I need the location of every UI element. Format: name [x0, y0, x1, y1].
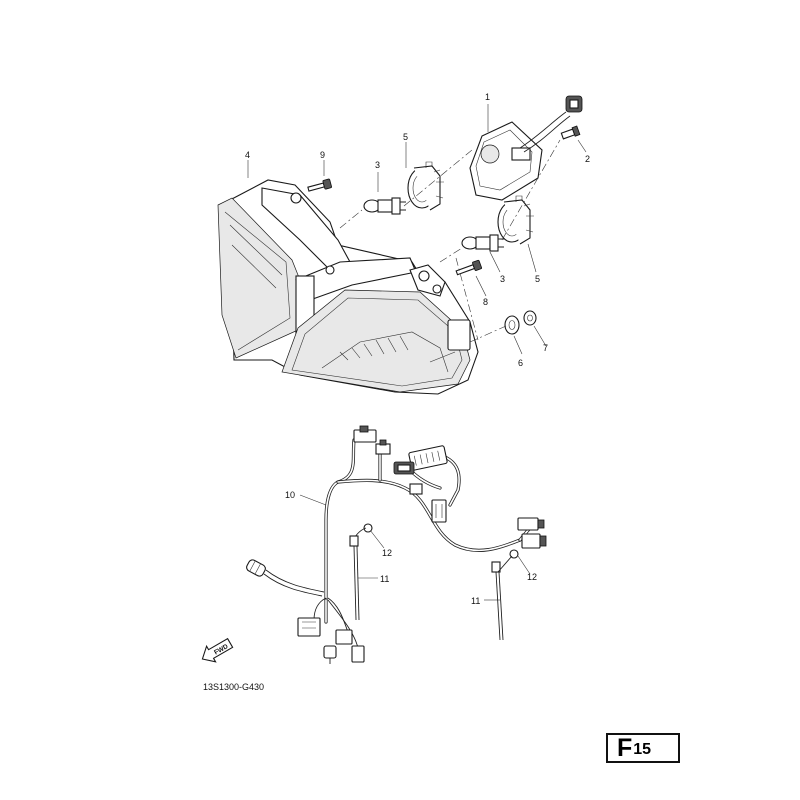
- harness-connectors: [246, 425, 547, 664]
- leader-lines: [247, 104, 587, 601]
- callout-11-right: 11: [471, 596, 480, 606]
- dust-cover-part-5-lower: [497, 195, 534, 245]
- callout-6: 6: [518, 358, 523, 368]
- bulb-part-3-lower: [461, 234, 504, 252]
- grommet-part-6: [504, 315, 520, 335]
- headlight-assembly: [217, 179, 479, 395]
- cable-tie-part-11-left: [349, 535, 360, 621]
- callout-7: 7: [543, 343, 548, 353]
- callout-12-right: 12: [527, 572, 537, 582]
- fwd-arrow-icon: FWD: [201, 637, 234, 663]
- callout-12-left: 12: [382, 548, 392, 558]
- callout-5-upper: 5: [403, 132, 408, 142]
- figure-letter: F: [617, 734, 633, 762]
- figure-label: F 15: [606, 733, 680, 763]
- callout-2: 2: [585, 154, 590, 164]
- callout-10: 10: [285, 490, 295, 500]
- washer-part-7: [523, 310, 537, 326]
- dust-cover-part-5-upper: [407, 161, 444, 211]
- callout-3-lower: 3: [500, 274, 505, 284]
- callout-3-upper: 3: [375, 160, 380, 170]
- drawing-code: 13S1300-G430: [203, 682, 264, 692]
- callout-4: 4: [245, 150, 250, 160]
- callout-5-lower: 5: [535, 274, 540, 284]
- callout-numbers: 1 2 3 3 4 5 5 6 7 8 9 10 11 11 12 12: [245, 92, 590, 606]
- callout-11-left: 11: [380, 574, 389, 584]
- callout-9: 9: [320, 150, 325, 160]
- screw-part-8: [455, 259, 482, 276]
- screw-part-9: [307, 178, 332, 192]
- figure-number: 15: [633, 741, 652, 758]
- cable-tie-part-11-right: [491, 555, 513, 641]
- callout-8: 8: [483, 297, 488, 307]
- position-lamp-assembly: [469, 95, 583, 201]
- callout-1: 1: [485, 92, 490, 102]
- bulb-part-3-upper: [363, 197, 406, 215]
